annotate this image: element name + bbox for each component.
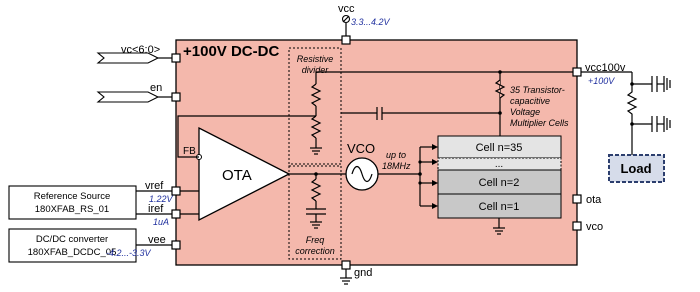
ground-icon (310, 221, 322, 229)
ota-output-label: ota (586, 194, 602, 206)
multiplier-desc-2: capacitive (510, 96, 550, 106)
vco-label: VCO (347, 141, 375, 156)
en-label: en (150, 82, 162, 94)
block-title: +100V DC-DC (183, 43, 279, 60)
en-pin (171, 92, 181, 102)
resistor-icon (310, 78, 322, 148)
multiplier-desc-3: Voltage (510, 107, 540, 117)
ground-icon (310, 147, 322, 155)
resistive-divider-label-1: Resistive (297, 54, 334, 64)
cell-ellipsis-label: ... (495, 159, 503, 170)
bus-arrow-icon (96, 52, 160, 64)
vcc100v-value: +100V (588, 76, 615, 86)
vee-label: vee (148, 234, 166, 246)
vc-bus-pin (171, 53, 181, 63)
vee-pin (171, 240, 181, 250)
cell-35-label: Cell n=35 (476, 142, 523, 154)
vcc-pin (341, 35, 351, 45)
vc-bus-label: vc<6:0> (121, 44, 160, 56)
dcdc-converter-title: DC/DC converter (36, 234, 108, 245)
vcc100v-label: vcc100v (585, 62, 626, 74)
resistive-divider-box (288, 47, 342, 165)
freq-correction-label-1: Freq (306, 235, 325, 245)
ota-pin (572, 194, 582, 204)
gnd-pin (341, 260, 351, 270)
multiplier-desc-1: 35 Transistor- (510, 85, 565, 95)
vco-output-label: vco (586, 221, 603, 233)
vcc-range-label: 3.3...4.2V (351, 17, 391, 27)
load-block (608, 154, 665, 183)
vref-label: vref (145, 180, 164, 192)
cell-2-label: Cell n=2 (479, 177, 520, 189)
vee-range: -4.2...-3.3V (106, 248, 152, 258)
reference-source-block (8, 185, 137, 220)
resistor-icon (494, 79, 506, 99)
sine-wave-icon (351, 165, 373, 183)
cell-1-label: Cell n=1 (479, 201, 520, 213)
resistor-icon (310, 174, 322, 209)
en-arrow-icon (96, 91, 160, 103)
dcdc-converter-block (8, 228, 137, 263)
freq-label-2: 18MHz (382, 161, 411, 171)
ground-icon (493, 227, 505, 235)
gnd-label: gnd (354, 267, 372, 279)
dcdc-converter-part: 180XFAB_DCDC_05 (28, 247, 117, 258)
freq-correction-box (288, 165, 342, 260)
load-label: Load (620, 161, 651, 176)
resistive-divider-label-2: divider (302, 65, 330, 75)
iref-pin (171, 209, 181, 219)
multiplier-desc-4: Multiplier Cells (510, 118, 569, 128)
reference-source-title: Reference Source (34, 191, 111, 202)
ground-icon (340, 269, 352, 285)
reference-source-part: 180XFAB_RS_01 (35, 204, 109, 215)
triangle-amplifier-icon (198, 126, 291, 222)
capacitor-icon (651, 116, 658, 132)
capacitor-icon (651, 76, 658, 92)
freq-correction-label-2: correction (295, 246, 335, 256)
vref-value: 1.22V (149, 194, 174, 204)
ota-label: OTA (222, 167, 252, 184)
cell-1 (437, 193, 562, 219)
vcc100v-pin (572, 67, 582, 77)
multiplier-cells: Cell n=35 ... Cell n=2 Cell n=1 (437, 135, 562, 219)
fb-label: FB (183, 146, 196, 157)
freq-label-1: up to (386, 150, 406, 160)
vref-pin (171, 186, 181, 196)
resistor-icon (626, 84, 638, 124)
iref-value: 1uA (153, 217, 169, 227)
vco-pin (572, 221, 582, 231)
vcc-label: vcc (338, 3, 355, 15)
iref-label: iref (148, 203, 164, 215)
cell-2 (437, 169, 562, 195)
